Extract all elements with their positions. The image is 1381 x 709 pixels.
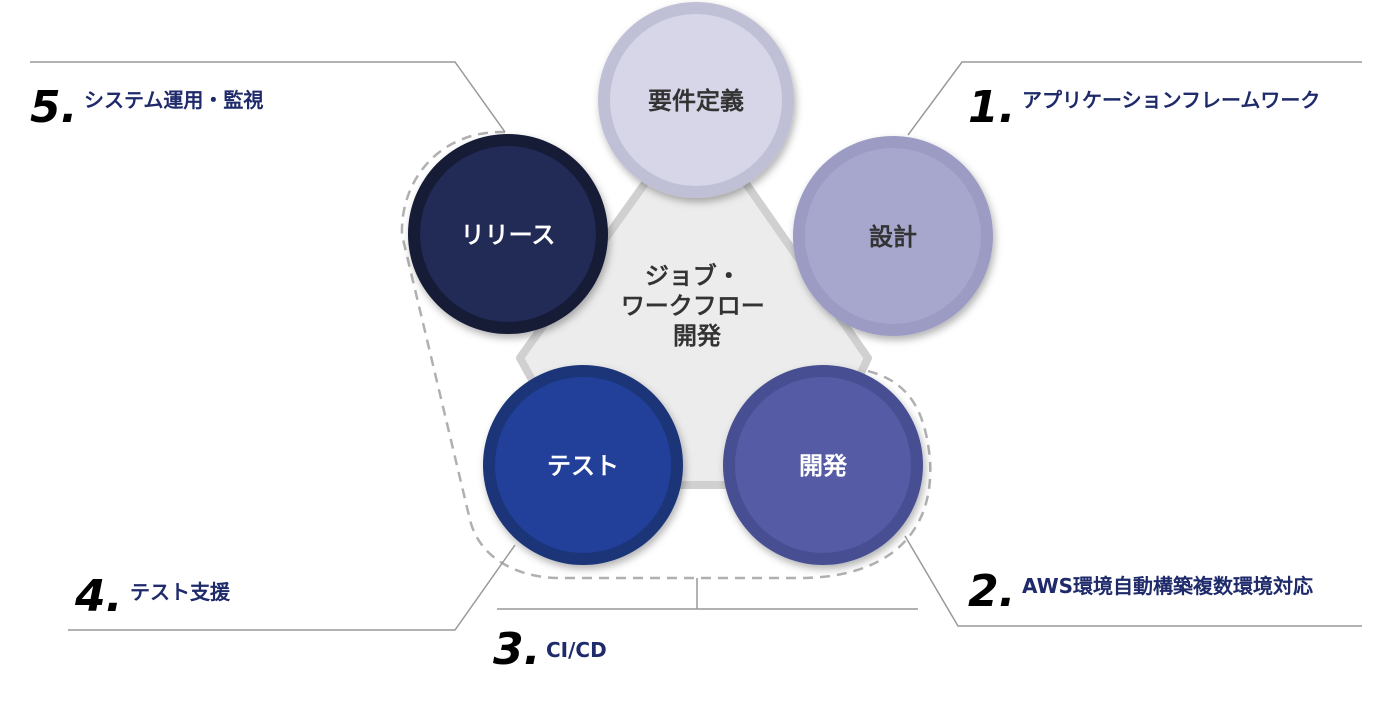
svg-text:ジョブ・ ワークフロー 開発: ジョブ・ ワークフロー 開発 bbox=[621, 262, 773, 350]
annotation-1-text: アプリケーションフレームワーク bbox=[1022, 88, 1321, 112]
annotation-1-number: 1. bbox=[968, 82, 1016, 133]
leader-line-5 bbox=[30, 61, 506, 133]
center-label-line-3: 開発 bbox=[673, 322, 722, 350]
leader-line-1 bbox=[907, 61, 1362, 136]
phase-circle-requirements bbox=[598, 2, 794, 198]
phase-label-development: 開発 bbox=[799, 452, 848, 480]
annotation-5-text: システム運用・監視 bbox=[84, 88, 264, 112]
annotation-4-text: テスト支援 bbox=[130, 580, 230, 604]
phase-circle-development bbox=[723, 365, 923, 565]
annotation-4-number: 4. bbox=[75, 571, 123, 622]
center-label-line-1: ジョブ・ bbox=[645, 262, 741, 290]
phase-fill bbox=[420, 146, 596, 322]
phase-fill bbox=[735, 377, 911, 553]
phase-label-release: リリース bbox=[461, 221, 556, 249]
leader-lines bbox=[30, 61, 1362, 631]
annotation-2-text: AWS環境自動構築複数環境対応 bbox=[1022, 574, 1314, 598]
phase-circle-release bbox=[408, 134, 608, 334]
phase-fill bbox=[610, 14, 782, 186]
phase-label-test: テスト bbox=[547, 452, 619, 480]
annotation-3-number: 3. bbox=[493, 624, 541, 675]
annotation-5-number: 5. bbox=[30, 82, 78, 133]
phase-circle-test bbox=[483, 365, 683, 565]
phase-label-requirements: 要件定義 bbox=[648, 87, 744, 115]
annotation-2-number: 2. bbox=[968, 566, 1016, 617]
leader-line-2 bbox=[904, 535, 1362, 627]
phase-fill bbox=[805, 148, 981, 324]
phase-circle-design bbox=[793, 136, 993, 336]
phase-label-design: 設計 bbox=[869, 223, 917, 251]
center-label-line-2: ワークフロー bbox=[621, 292, 765, 320]
phase-fill bbox=[495, 377, 671, 553]
annotation-3-text: CI/CD bbox=[546, 638, 607, 662]
leader-line-4 bbox=[68, 544, 516, 631]
